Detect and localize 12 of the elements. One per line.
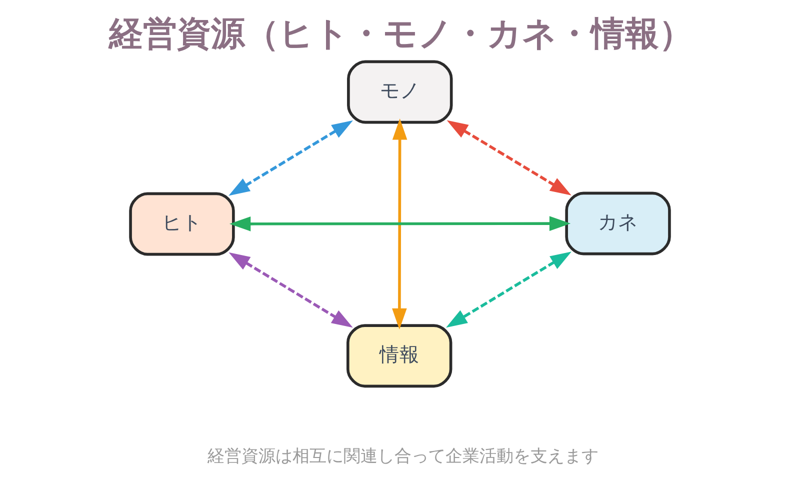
diagram-title: 経営資源（ヒト・モノ・カネ・情報）	[108, 14, 693, 54]
node-box: ヒト	[129, 192, 235, 256]
arrow	[446, 120, 572, 196]
node-box: モノ	[347, 60, 453, 124]
node-box: カネ	[565, 192, 671, 256]
arrow	[229, 216, 571, 232]
arrow	[392, 118, 408, 330]
arrow	[228, 120, 353, 196]
caption: 経営資源は相互に関連し合って企業活動を支えます	[208, 446, 599, 466]
arrow	[228, 252, 353, 328]
node-box: 情報	[346, 324, 452, 388]
arrow	[446, 252, 572, 328]
